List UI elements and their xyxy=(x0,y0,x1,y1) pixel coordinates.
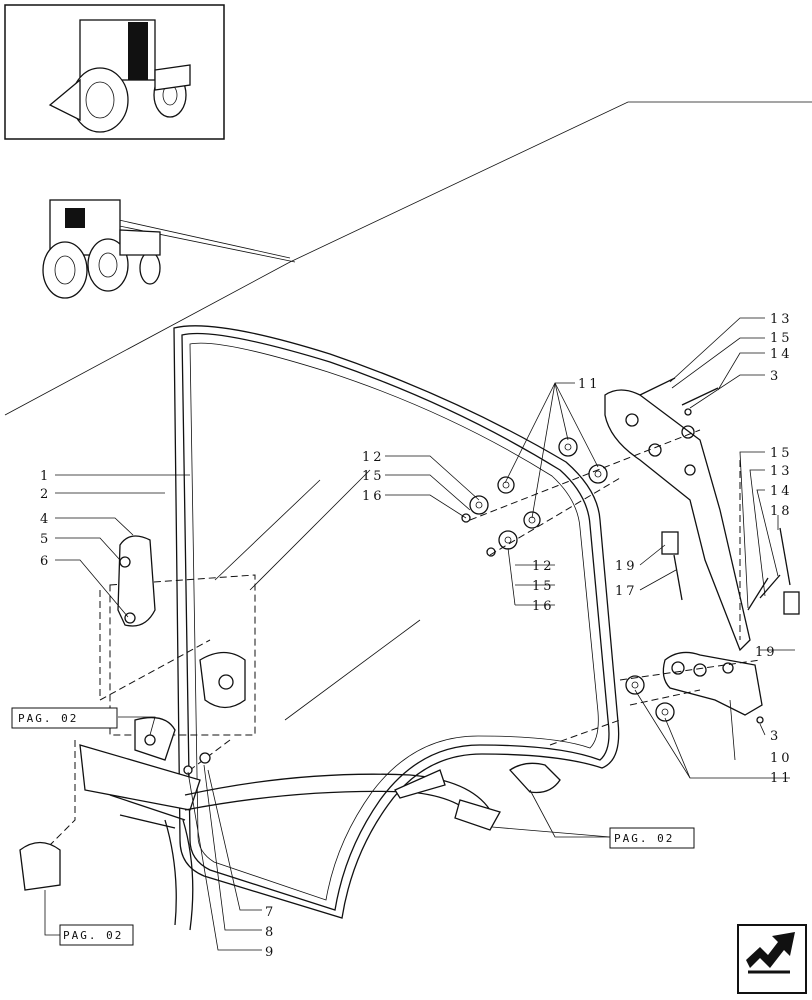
callout-10: 10 xyxy=(770,751,793,766)
callout-17: 17 xyxy=(615,584,638,599)
callout-8: 8 xyxy=(265,925,276,940)
callout-12-b: 12 xyxy=(532,559,555,574)
washers xyxy=(461,408,764,724)
callout-13-b: 13 xyxy=(770,464,793,479)
callout-2: 2 xyxy=(40,487,51,502)
callout-14-a: 14 xyxy=(770,347,793,362)
callout-13-a: 13 xyxy=(770,312,793,327)
lower-linkage[interactable] xyxy=(19,716,561,931)
callout-3-b: 3 xyxy=(770,729,781,744)
callout-9: 9 xyxy=(265,945,276,960)
section-outline xyxy=(4,101,812,416)
assembly-lines xyxy=(44,429,761,851)
hinge-upper[interactable] xyxy=(604,389,751,652)
callout-19-b: 19 xyxy=(755,645,778,660)
page-ref-left-mid[interactable]: PAG. 02 xyxy=(11,707,118,729)
callout-3-a: 3 xyxy=(770,369,781,384)
callout-14-b: 14 xyxy=(770,484,793,499)
page-ref-label: PAG. 02 xyxy=(63,929,123,942)
callout-11-top: 11 xyxy=(578,377,601,392)
callout-18: 18 xyxy=(770,504,793,519)
callout-16-b: 16 xyxy=(532,599,555,614)
callout-15-a: 15 xyxy=(362,469,385,484)
page-ref-label: PAG. 02 xyxy=(18,712,78,725)
callout-labels: 1 2 4 5 6 7 8 9 12 15 16 11 12 15 16 13 … xyxy=(40,312,793,960)
callout-15-c: 15 xyxy=(770,331,793,346)
tractor-thumbnail-icon xyxy=(48,19,191,133)
page-ref-right-bottom[interactable]: PAG. 02 xyxy=(609,827,695,849)
leader-lines xyxy=(44,317,795,951)
page-ref-label: PAG. 02 xyxy=(614,832,674,845)
page-ref-left-bottom[interactable]: PAG. 02 xyxy=(59,924,134,946)
door-handle[interactable] xyxy=(117,535,246,709)
thumbnail-frame[interactable] xyxy=(4,4,225,140)
callout-1: 1 xyxy=(40,469,51,484)
callout-6: 6 xyxy=(40,554,51,569)
callout-4: 4 xyxy=(40,512,51,527)
tractor-detail-icon xyxy=(42,199,161,299)
callout-12-a: 12 xyxy=(362,450,385,465)
next-page-arrow-icon[interactable] xyxy=(737,924,807,994)
callout-11-bottom: 11 xyxy=(770,771,793,786)
hinge-lower[interactable] xyxy=(662,651,763,716)
callout-15-b: 15 xyxy=(532,579,555,594)
callout-5: 5 xyxy=(40,532,51,547)
callout-16-a: 16 xyxy=(362,489,385,504)
door-glass-panel[interactable] xyxy=(173,325,620,919)
callout-15-d: 15 xyxy=(770,446,793,461)
callout-7: 7 xyxy=(265,905,276,920)
bolts xyxy=(639,377,800,615)
callout-19-a: 19 xyxy=(615,559,638,574)
